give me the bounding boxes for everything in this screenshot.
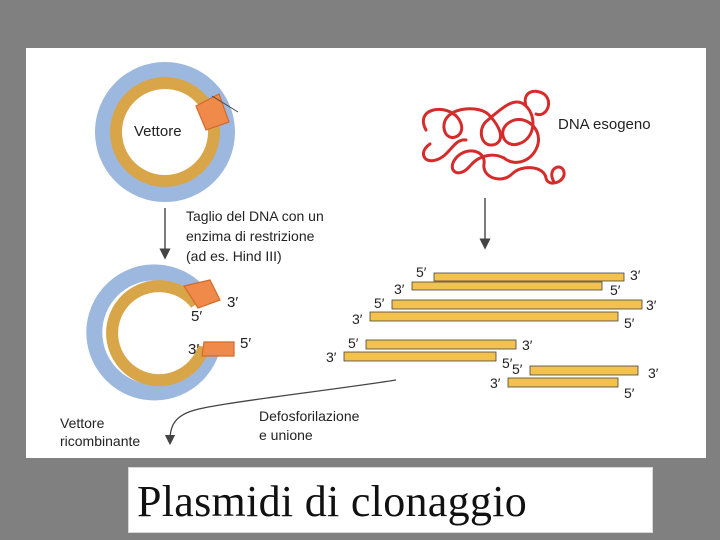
- restriction-site-marker: [195, 93, 230, 131]
- recombinant-label-line-2: ricombinante: [60, 433, 140, 449]
- cut-plasmid-outer-ring: [86, 264, 220, 401]
- fragment-bottom-strand: [343, 351, 497, 362]
- fragment-bottom-3-label: 3′: [394, 281, 405, 297]
- fragment-pair: 5′ 3′ 3′ 5′: [326, 335, 533, 371]
- ligation-arrow: [164, 379, 397, 446]
- vector-plasmid: Vettore: [95, 62, 239, 202]
- dna-strand-4: [523, 89, 550, 117]
- fragment-bottom-5-label: 5′: [610, 282, 621, 298]
- fragment-top-strand: [365, 339, 517, 350]
- cut-end-bottom: [201, 341, 235, 357]
- cut-step-line-2: enzima di restrizione: [186, 228, 315, 244]
- fragment-top-3-label: 3′: [630, 267, 641, 283]
- cut-bottom-5-label: 5′: [240, 335, 251, 352]
- fragment-bottom-5-label: 5′: [624, 315, 635, 331]
- fragment-top-3-label: 3′: [648, 365, 659, 381]
- fragment-top-strand: [529, 365, 639, 376]
- cut-plasmid: 3′ 5′ 3′ 5′: [86, 264, 251, 401]
- cut-bottom-3-label: 3′: [188, 341, 199, 358]
- fragment-top-strand: [391, 299, 643, 310]
- cut-plasmid-inner-ring: [106, 280, 210, 387]
- fragment-pair: 5′ 3′ 3′ 5′: [490, 361, 659, 401]
- recombinant-label-line-1: Vettore: [60, 415, 105, 431]
- join-step-line-1: Defosforilazione: [259, 408, 360, 424]
- fragment-bottom-strand: [369, 311, 619, 322]
- fragment-top-3-label: 3′: [522, 337, 533, 353]
- dna-strand-1: [422, 107, 502, 147]
- fragment-pair: 5′ 3′ 3′ 5′: [394, 264, 641, 298]
- fragment-bottom-3-label: 3′: [352, 311, 363, 327]
- fragment-pair: 5′ 3′ 3′ 5′: [352, 295, 657, 331]
- cut-site-line: [211, 95, 239, 113]
- diagram-panel: Vettore DNA esogeno Taglio del DNA con u…: [26, 48, 706, 458]
- fragment-top-5-label: 5′: [512, 361, 523, 377]
- join-step-line-2: e unione: [259, 427, 313, 443]
- fragment-bottom-3-label: 3′: [490, 375, 501, 391]
- fragment-top-3-label: 3′: [646, 297, 657, 313]
- dna-fragments: 5′ 3′ 3′ 5′ 5′ 3′ 3′ 5′ 5′ 3′ 3′ 5′: [326, 264, 659, 401]
- foreign-dna-label: DNA esogeno: [558, 116, 651, 133]
- fragment-top-5-label: 5′: [416, 264, 427, 280]
- fragment-top-5-label: 5′: [374, 295, 385, 311]
- cut-step-line-1: Taglio del DNA con un: [186, 208, 324, 224]
- fragment-bottom-strand: [411, 281, 603, 291]
- dna-strand-3: [450, 149, 566, 185]
- dna-strand-2: [486, 100, 540, 164]
- foreign-dna: [421, 89, 566, 185]
- cut-end-top: [183, 279, 221, 309]
- cut-step-line-3: (ad es. Hind III): [186, 248, 282, 264]
- dna-strand-5: [421, 138, 468, 163]
- fragment-bottom-3-label: 3′: [326, 349, 337, 365]
- fragment-top-5-label: 5′: [348, 335, 359, 351]
- fragment-top-strand: [433, 272, 625, 282]
- cloning-diagram: Vettore DNA esogeno Taglio del DNA con u…: [60, 62, 659, 449]
- vector-label: Vettore: [134, 123, 182, 140]
- vector-outer-ring: [95, 62, 235, 202]
- caption-box: Plasmidi di clonaggio: [128, 467, 653, 533]
- cut-top-3-label: 3′: [227, 294, 238, 311]
- fragment-bottom-strand: [507, 377, 619, 388]
- fragment-bottom-5-label: 5′: [502, 355, 513, 371]
- slide-caption: Plasmidi di clonaggio: [137, 477, 528, 526]
- vector-inner-ring: [110, 77, 220, 187]
- fragment-bottom-5-label: 5′: [624, 385, 635, 401]
- cut-top-5-label: 5′: [191, 308, 202, 325]
